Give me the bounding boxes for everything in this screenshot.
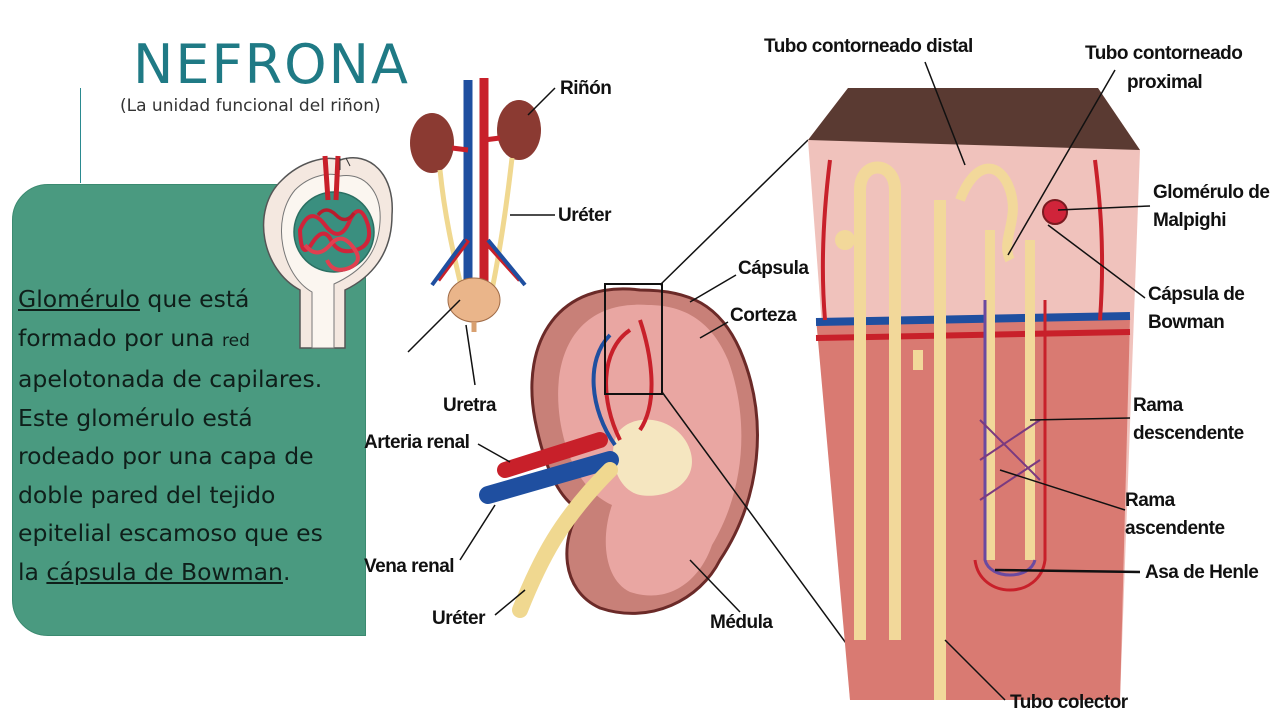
label-glomerulo-2: Malpighi: [1153, 210, 1227, 231]
description-line: rodeado por una capa de: [18, 442, 314, 470]
label-ureter-bottom: Uréter: [432, 608, 485, 629]
description-line: Glomérulo que está: [18, 280, 363, 319]
label-ureter-top: Uréter: [558, 205, 611, 226]
label-uretra: Uretra: [443, 395, 496, 416]
label-capsula-bowman-1: Cápsula de: [1148, 284, 1245, 305]
label-capsula: Cápsula: [738, 258, 809, 279]
text-span: .: [282, 557, 291, 586]
label-medula: Médula: [710, 612, 773, 633]
description-line: doble pared del tejido: [18, 480, 276, 509]
label-vena-renal: Vena renal: [364, 556, 455, 577]
text-span: red: [222, 330, 250, 351]
glomerulus-inset-illustration: [262, 155, 393, 349]
label-tubo-proximal-2: proximal: [1127, 72, 1203, 93]
label-glomerulo-1: Glomérulo de: [1153, 182, 1270, 203]
capsula-bowman-term: cápsula de Bowman: [46, 557, 283, 586]
urinary-system-illustration: [407, 78, 556, 386]
text-span: la: [18, 557, 47, 586]
label-tubo-proximal-1: Tubo contorneado: [1085, 43, 1243, 64]
label-tubo-distal: Tubo contorneado distal: [764, 36, 973, 57]
label-arteria-renal: Arteria renal: [364, 432, 470, 453]
label-rama-desc-2: descendente: [1133, 423, 1244, 444]
glomerulo-term: Glomérulo: [18, 285, 140, 313]
page-subtitle: (La unidad funcional del riñon): [120, 96, 381, 116]
label-rinon: Riñón: [560, 78, 612, 99]
title-divider: [80, 88, 81, 183]
text-span: que está: [139, 285, 250, 313]
description-line: epitelial escamoso que es: [18, 519, 323, 547]
nephron-tissue-block-illustration: [808, 61, 1151, 701]
description-line: la cápsula de Bowman.: [18, 553, 363, 592]
text-span: formado por una: [18, 323, 223, 352]
label-tubo-colector: Tubo colector: [1010, 692, 1128, 713]
description-text: Glomérulo que está formado por una red a…: [18, 280, 363, 591]
description-line: apelotonada de capilares.: [18, 365, 323, 393]
label-rama-asc-2: ascendente: [1125, 518, 1225, 539]
page-title: NEFRONA: [133, 33, 410, 96]
label-capsula-bowman-2: Bowman: [1148, 312, 1225, 333]
description-line: Este glomérulo está: [18, 403, 253, 432]
label-corteza: Corteza: [730, 305, 797, 326]
description-line: formado por una red: [18, 319, 363, 361]
label-asa-henle: Asa de Henle: [1145, 562, 1259, 583]
label-rama-desc-1: Rama: [1133, 395, 1183, 416]
label-rama-asc-1: Rama: [1125, 490, 1175, 511]
kidney-cross-section-illustration: [459, 139, 863, 666]
